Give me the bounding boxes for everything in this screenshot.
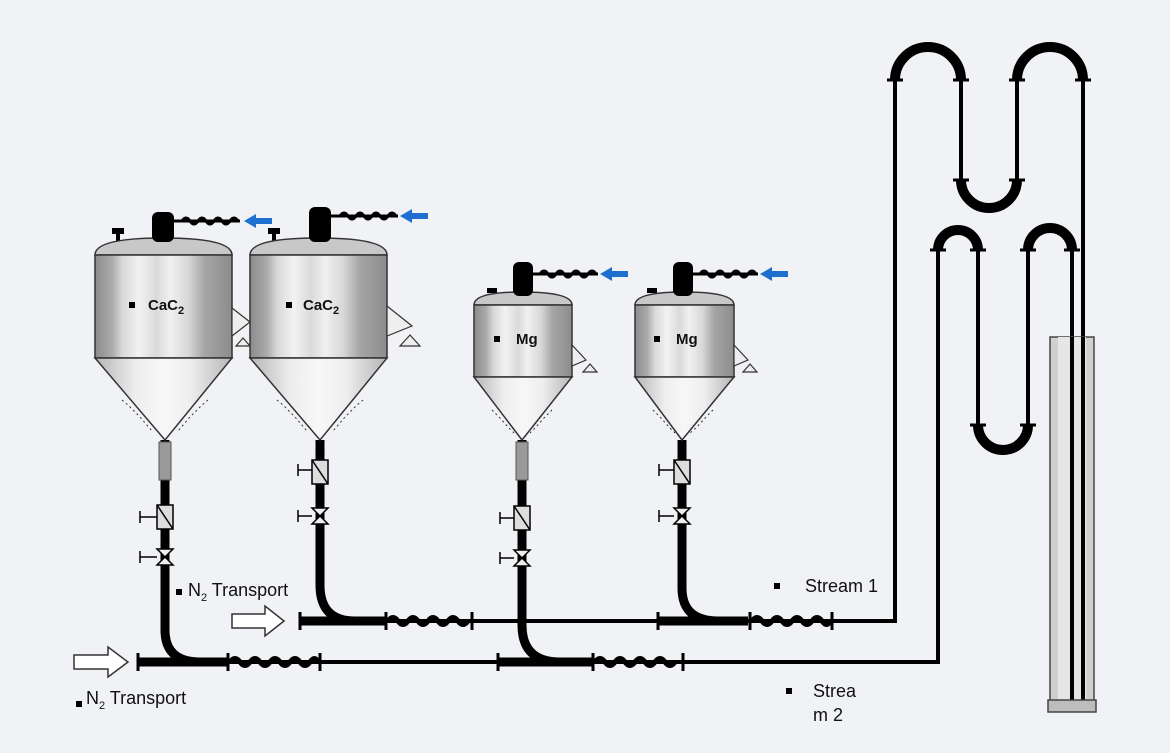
feed-arrow-2 [400, 209, 428, 223]
feed-arrow-1 [244, 214, 272, 228]
n2-transport-label-upper: N2 Transport [188, 580, 288, 604]
rotary-valve-4 [658, 459, 691, 485]
rotary-valve-1 [139, 504, 174, 530]
stream-2-pipe [140, 250, 940, 664]
butterfly-valve-1 [139, 548, 175, 566]
vessel-cac2-1 [93, 212, 252, 442]
butterfly-valve-2 [297, 507, 330, 525]
vessel-mg-1 [472, 262, 599, 442]
valves [139, 459, 692, 567]
vessel-2-label: CaC2 [303, 297, 339, 317]
vessel-cac2-2 [248, 207, 422, 442]
butterfly-valve-4 [658, 507, 692, 525]
vessel-3-label: Mg [516, 331, 538, 348]
rotary-valve-2 [297, 459, 329, 485]
rotary-valve-3 [499, 505, 531, 531]
butterfly-valve-3 [499, 549, 532, 567]
injection-lance [1047, 336, 1097, 713]
stream-2-label-line1: Strea [813, 681, 857, 701]
feed-arrow-3 [600, 267, 628, 281]
n2-inlet-arrow-upper [231, 604, 286, 638]
vessel-1-label: CaC2 [148, 297, 184, 317]
stream-1-pipe [300, 80, 897, 623]
n2-inlet-arrow-lower [73, 645, 130, 679]
vessel-4-label: Mg [676, 331, 698, 348]
feed-arrow-4 [760, 267, 788, 281]
stream-2-label-line2: m 2 [813, 705, 843, 725]
stream-1-label: Stream 1 [805, 576, 878, 596]
vessel-mg-2 [633, 262, 759, 442]
n2-transport-label-lower: N2 Transport [86, 688, 186, 712]
